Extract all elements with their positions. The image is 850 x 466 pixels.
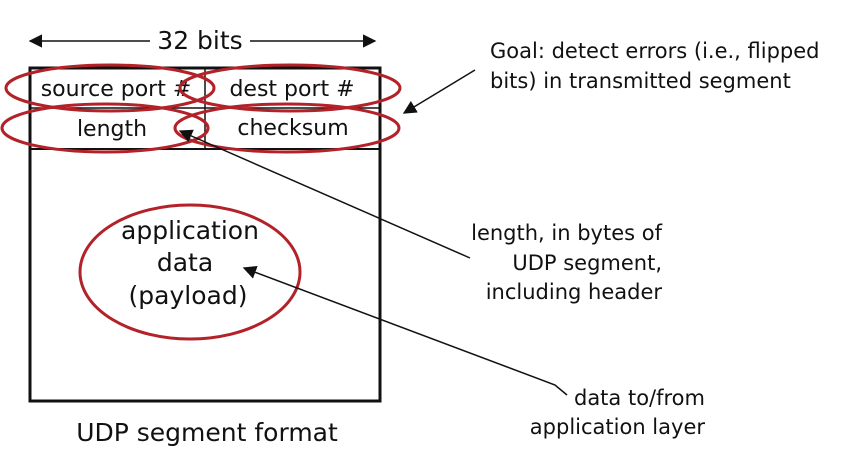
length-arrow	[178, 129, 471, 259]
goal-line-2: bits) in transmitted segment	[490, 69, 791, 93]
data-note-line-2: application layer	[530, 415, 706, 439]
source-port-field: source port #	[41, 77, 192, 102]
goal-annotation: Goal: detect errors (i.e., flipped bits)…	[402, 39, 820, 114]
payload-line-3: (payload)	[129, 281, 248, 310]
width-indicator: 32 bits	[28, 26, 377, 55]
data-note-line-1: data to/from	[574, 386, 705, 410]
segment-box: source port # dest port # length checksu…	[28, 66, 382, 403]
length-field: length	[77, 117, 147, 142]
length-note-line-2: UDP segment,	[512, 251, 662, 275]
goal-arrow	[402, 69, 476, 114]
highlight-ellipses	[0, 63, 402, 341]
length-highlight	[0, 102, 210, 154]
diagram-caption: UDP segment format	[76, 418, 338, 447]
checksum-highlight	[173, 102, 401, 154]
checksum-field: checksum	[237, 116, 348, 141]
width-label: 32 bits	[157, 26, 242, 55]
source-port-highlight	[4, 63, 216, 113]
payload-line-1: application	[121, 216, 259, 245]
length-annotation: length, in bytes of UDP segment, includi…	[178, 129, 663, 304]
data-arrow	[242, 265, 568, 396]
goal-line-1: Goal: detect errors (i.e., flipped	[490, 39, 820, 63]
dest-port-highlight	[178, 63, 402, 113]
payload-highlight	[78, 203, 302, 341]
payload-line-2: data	[157, 248, 213, 277]
length-note-line-3: including header	[486, 280, 663, 304]
data-annotation: data to/from application layer	[242, 265, 706, 439]
dest-port-field: dest port #	[229, 77, 354, 102]
length-note-line-1: length, in bytes of	[471, 221, 662, 245]
